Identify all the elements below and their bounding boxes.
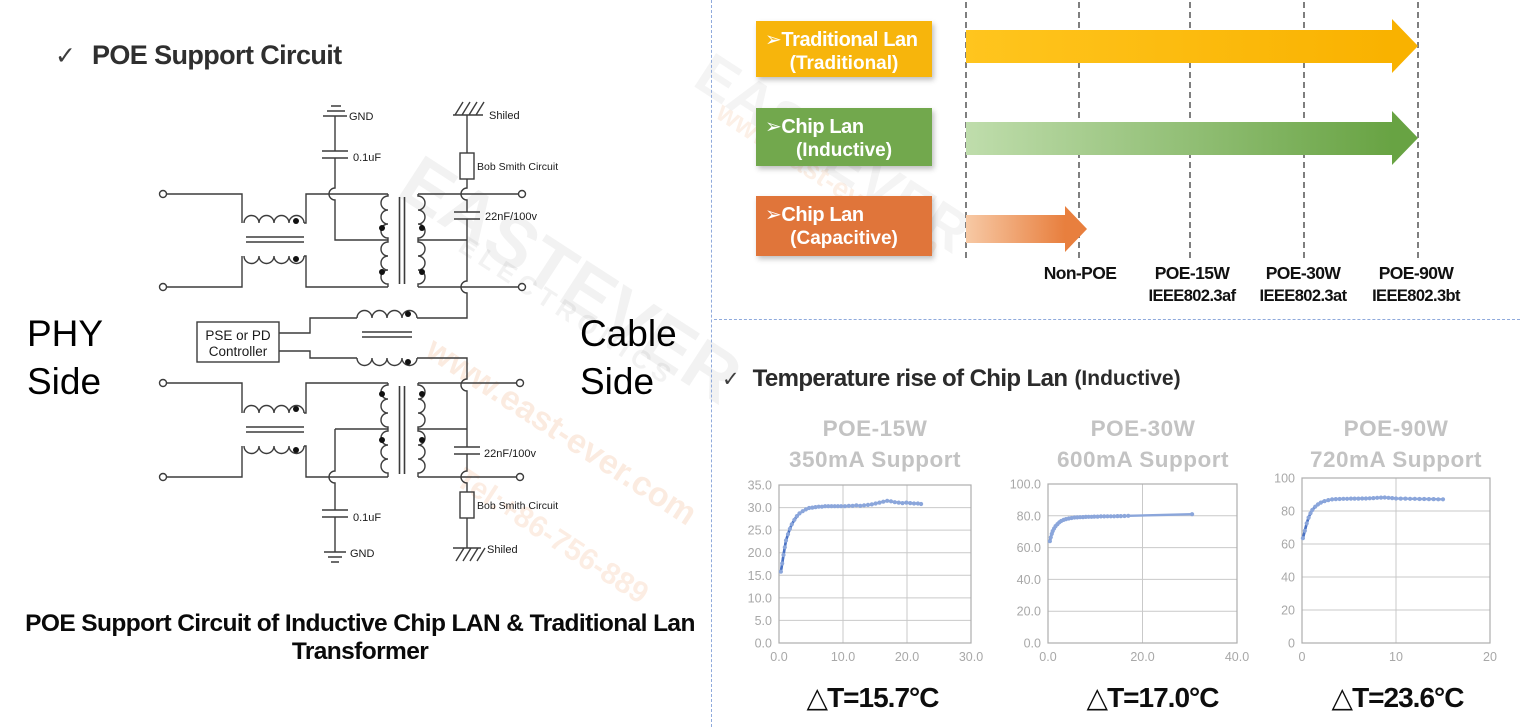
traditional-lan-arrowhead-icon <box>1392 19 1418 73</box>
delta-t-chart-1: △T=17.0°C <box>1086 682 1220 713</box>
temperature-heading-text: Temperature rise of Chip Lan <box>752 365 1068 392</box>
poe-circuit-heading-text: POE Support Circuit <box>91 40 342 70</box>
bob-smith-top-label: Bob Smith Circuit <box>477 161 558 173</box>
chip-lan-capacitive-arrowhead-icon <box>1065 206 1087 252</box>
chart-0-title: POE-15W 350mA Support <box>775 413 975 475</box>
milestone-3-line1: POE-90W <box>1378 263 1454 283</box>
cable-side-line1: Cable <box>580 313 677 354</box>
milestone-1-line1: POE-15W <box>1154 263 1230 283</box>
poe-circuit-heading: ✓ POE Support Circuit <box>55 40 342 71</box>
milestone-poe-15w: POE-15W IEEE802.3af <box>1127 262 1257 308</box>
cap22-top-label: 22nF/100v <box>485 211 537 223</box>
roadmap-box-1-line1: ➢Chip Lan <box>765 116 864 138</box>
temperature-heading: ✓ Temperature rise of Chip Lan (Inductiv… <box>722 365 1181 393</box>
chart-2-title: POE-90W 720mA Support <box>1296 413 1496 475</box>
milestone-3-line2: IEEE802.3bt <box>1372 287 1460 305</box>
bob-smith-bottom-label: Bob Smith Circuit <box>477 500 558 512</box>
controller-label-1: PSE or PD <box>205 328 271 343</box>
roadmap-box-2-line1: ➢Chip Lan <box>765 204 864 226</box>
vertical-separator <box>711 0 712 727</box>
phy-side-label: PHY Side <box>27 310 103 406</box>
delta-t-chart-0: △T=15.7°C <box>806 682 940 713</box>
milestone-dash-line-4 <box>1417 2 1419 258</box>
cap-top-label: 0.1uF <box>353 152 381 164</box>
milestone-1-line2: IEEE802.3af <box>1148 287 1237 305</box>
chart-1-title: POE-30W 600mA Support <box>1043 413 1243 475</box>
roadmap-box-chip-lan-inductive: ➢Chip Lan (Inductive) <box>756 108 932 166</box>
schematic-terminals <box>158 189 527 482</box>
check-icon: ✓ <box>55 41 76 70</box>
milestone-2-line1: POE-30W <box>1265 263 1341 283</box>
chart-0-title-line2: 350mA Support <box>789 447 961 472</box>
phy-side-line2: Side <box>27 361 102 402</box>
milestone-2-line2: IEEE802.3at <box>1259 287 1348 305</box>
cap22-bottom-label: 22nF/100v <box>484 448 536 460</box>
controller-label-2: Controller <box>209 344 268 359</box>
chip-lan-capacitive-arrow <box>966 215 1065 243</box>
milestone-poe-90w: POE-90W IEEE802.3bt <box>1351 262 1481 308</box>
cable-side-line2: Side <box>580 361 655 402</box>
phy-side-line1: PHY <box>27 313 104 354</box>
chip-lan-inductive-arrowhead-icon <box>1392 111 1418 165</box>
traditional-lan-arrow <box>966 30 1392 63</box>
chart-0-title-line1: POE-15W <box>822 416 928 441</box>
chart-2-title-line2: 720mA Support <box>1310 447 1482 472</box>
milestone-non-poe: Non-POE <box>1015 262 1145 285</box>
shield-top-label: Shiled <box>489 110 520 122</box>
schematic-wires <box>167 101 518 563</box>
horizontal-separator <box>714 319 1520 320</box>
milestone-poe-30w: POE-30W IEEE802.3at <box>1238 262 1368 308</box>
chart-1-title-line1: POE-30W <box>1090 416 1196 441</box>
cap-bottom-label: 0.1uF <box>353 512 381 524</box>
roadmap-box-traditional-lan: ➢Traditional Lan (Traditional) <box>756 21 932 77</box>
temperature-heading-suffix: (Inductive) <box>1074 367 1181 390</box>
shield-bottom-label: Shiled <box>487 544 518 556</box>
milestone-0-line1: Non-POE <box>1043 263 1117 283</box>
roadmap-box-0-line2: (Traditional) <box>789 53 899 74</box>
schematic-phase-dots <box>293 218 425 453</box>
chart-1-title-line2: 600mA Support <box>1057 447 1229 472</box>
check-icon: ✓ <box>722 367 740 391</box>
roadmap-box-1-line2: (Inductive) <box>795 140 893 161</box>
roadmap-box-0-line1: ➢Traditional Lan <box>765 29 918 51</box>
schematic-labels: GND 0.1uF Shiled Bob Smith Circuit 22nF/… <box>205 110 558 560</box>
roadmap-box-chip-lan-capacitive: ➢Chip Lan (Capacitive) <box>756 196 932 256</box>
delta-t-chart-2: △T=23.6°C <box>1331 682 1465 713</box>
chip-lan-inductive-arrow <box>966 122 1392 155</box>
chart-2-title-line1: POE-90W <box>1343 416 1449 441</box>
cable-side-label: Cable Side <box>580 310 677 406</box>
roadmap-box-2-line2: (Capacitive) <box>790 228 898 249</box>
gnd-bottom-label: GND <box>350 548 375 560</box>
gnd-top-label: GND <box>349 111 374 123</box>
circuit-caption: POE Support Circuit of Inductive Chip LA… <box>25 610 695 665</box>
